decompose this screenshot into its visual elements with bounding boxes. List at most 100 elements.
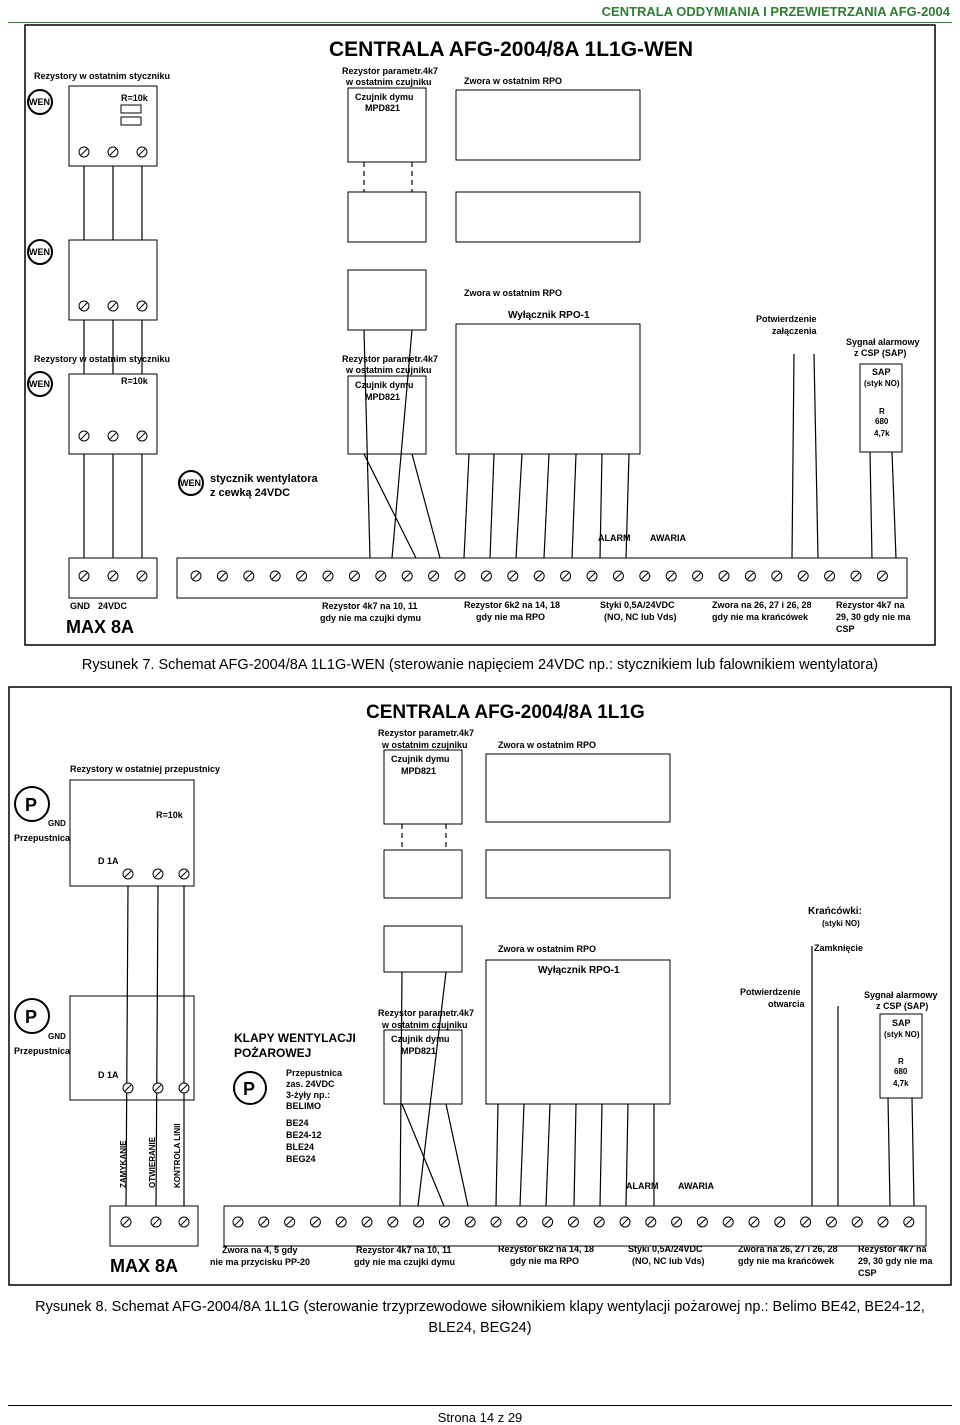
label-stycznik: stycznik wentylatora	[210, 473, 318, 485]
label-ostatni-czujnik-4: w ostatnim czujniku	[381, 1020, 468, 1030]
wiring-diagram-1: CENTRALA AFG-2004/8A 1L1G-WEN Rezystory …	[24, 24, 936, 646]
label-rezystor-param-4: Rezystor parametr.4k7	[378, 1008, 474, 1018]
label-z-csp-2: z CSP (SAP)	[876, 1001, 928, 1011]
label-rez6k2: Rezystor 6k2 na 14, 18	[464, 600, 560, 610]
label-gnd-2: GND	[48, 1032, 66, 1041]
label-styk-no: (styk NO)	[864, 379, 900, 388]
label-zas: zas. 24VDC	[286, 1079, 335, 1089]
label-beg24: BEG24	[286, 1154, 316, 1164]
wen-icon-3: WEN	[29, 379, 50, 389]
label-rez-29: Rezystor 4k7 na	[836, 600, 906, 610]
label-przepustnica-1: Przepustnica	[14, 833, 71, 843]
label-29-30: 29, 30 gdy nie ma	[836, 612, 912, 622]
label-gdy-czujki-2: gdy nie ma czujki dymu	[354, 1257, 455, 1267]
label-klapy: KLAPY WENTYLACJI	[234, 1031, 356, 1045]
label-max8a-2: MAX 8A	[110, 1256, 178, 1276]
label-rezystory-2: Rezystory w ostatnim styczniku	[34, 354, 170, 364]
label-przepustnica-2: Przepustnica	[14, 1046, 71, 1056]
label-zalaczenia: załączenia	[772, 326, 818, 336]
label-otwarcia: otwarcia	[768, 999, 806, 1009]
label-no-nc: (NO, NC lub Vds)	[604, 612, 677, 622]
terminal-strip-1	[78, 146, 888, 582]
label-awaria-2: AWARIA	[678, 1181, 715, 1191]
label-d1a-2: D 1A	[98, 1070, 119, 1080]
terminal-strip-2	[120, 868, 915, 1228]
label-ostatni-czujnik-3: w ostatnim czujniku	[381, 740, 468, 750]
label-no-nc-2: (NO, NC lub Vds)	[632, 1256, 705, 1266]
label-r10k-2: R=10k	[156, 810, 184, 820]
figure-caption-7: Rysunek 7. Schemat AFG-2004/8A 1L1G-WEN …	[81, 657, 879, 673]
label-rezystory-1: Rezystory w ostatnim styczniku	[34, 71, 170, 81]
label-alarm: ALARM	[598, 533, 631, 543]
label-3zyly: 3-żyły np.:	[286, 1090, 330, 1100]
label-czujnik-1: Czujnik dymu	[355, 92, 414, 102]
label-mpd-2: MPD821	[365, 392, 400, 402]
label-styki-no: (styki NO)	[822, 919, 860, 928]
label-kontrola: KONTROLA LINII	[173, 1123, 182, 1188]
label-belimo: BELIMO	[286, 1101, 321, 1111]
label-styki: Styki 0,5A/24VDC	[600, 600, 675, 610]
label-r-2: R	[898, 1057, 904, 1066]
label-zwora-26: Zwora na 26, 27 i 26, 28	[712, 600, 812, 610]
label-zwora-4: Zwora w ostatnim RPO	[498, 944, 596, 954]
label-rez4k7: Rezystor 4k7 na 10, 11	[322, 601, 418, 611]
label-gnd-1: GND	[48, 819, 66, 828]
label-ostatni-czujnik-1: w ostatnim czujniku	[345, 77, 432, 87]
label-awaria: AWARIA	[650, 533, 687, 543]
label-be2412: BE24-12	[286, 1130, 322, 1140]
label-czujnik-3: Czujnik dymu	[391, 754, 450, 764]
label-ostatni-czujnik-2: w ostatnim czujniku	[345, 365, 432, 375]
label-sap: SAP	[872, 367, 891, 377]
wen-icon-4: WEN	[180, 478, 201, 488]
wiring-diagram-2: CENTRALA AFG-2004/8A 1L1G Rezystory w os…	[8, 686, 952, 1286]
label-gdy-rpo: gdy nie ma RPO	[476, 612, 545, 622]
document-header: CENTRALA ODDYMIANIA I PRZEWIETRZANIA AFG…	[601, 4, 950, 19]
label-680-2: 680	[894, 1067, 908, 1076]
diagram2-title: CENTRALA AFG-2004/8A 1L1G	[366, 702, 645, 723]
label-csp: CSP	[836, 624, 855, 634]
label-przycisku: nie ma przycisku PP-20	[210, 1257, 310, 1267]
label-680: 680	[875, 417, 889, 426]
label-z-cewka: z cewką 24VDC	[210, 487, 290, 499]
damper-icon-2: P	[25, 1007, 37, 1027]
damper-icon-1: P	[25, 795, 37, 815]
label-rezystory-przep: Rezystory w ostatniej przepustnicy	[70, 764, 220, 774]
label-r10k: R=10k	[121, 93, 149, 103]
label-rez-29-2: Rezystor 4k7 na	[858, 1244, 928, 1254]
damper-icon-3: P	[243, 1079, 255, 1099]
label-47k-2: 4,7k	[893, 1079, 909, 1088]
label-krancowki: Krańcówki:	[808, 906, 862, 917]
label-rez4k7-2: Rezystor 4k7 na 10, 11	[356, 1245, 452, 1255]
label-24vdc: 24VDC	[98, 601, 128, 611]
label-otwieranie: OTWIERANIE	[148, 1136, 157, 1188]
label-zwora-1: Zwora w ostatnim RPO	[464, 76, 562, 86]
page-number: Strona 14 z 29	[437, 1410, 523, 1425]
label-zamykanie: ZAMYKANIE	[119, 1140, 128, 1188]
label-potwierdzenie-2: Potwierdzenie	[740, 987, 801, 997]
label-alarm-2: ALARM	[626, 1181, 659, 1191]
label-gdy-krancowek: gdy nie ma krańcówek	[712, 612, 809, 622]
label-rezystor-param-2: Rezystor parametr.4k7	[342, 354, 438, 364]
label-max8a: MAX 8A	[66, 617, 134, 637]
header-rule	[8, 22, 952, 23]
label-wylacznik-2: Wyłącznik RPO-1	[538, 965, 620, 976]
label-czujnik-2: Czujnik dymu	[355, 380, 414, 390]
label-rezystor-param-3: Rezystor parametr.4k7	[378, 728, 474, 738]
label-gdy-krancowek-2: gdy nie ma krańcówek	[738, 1256, 835, 1266]
label-47k: 4,7k	[874, 429, 890, 438]
label-gdy-rpo-2: gdy nie ma RPO	[510, 1256, 579, 1266]
wen-icon-1: WEN	[29, 97, 50, 107]
label-29-30-2: 29, 30 gdy nie ma	[858, 1256, 934, 1266]
label-ble24: BLE24	[286, 1142, 314, 1152]
label-sap-2: SAP	[892, 1018, 911, 1028]
label-z-csp: z CSP (SAP)	[854, 348, 906, 358]
label-przep-zas: Przepustnica	[286, 1068, 343, 1078]
label-styki-2: Styki 0,5A/24VDC	[628, 1244, 703, 1254]
label-zwora-45: Zwora na 4, 5 gdy	[222, 1245, 298, 1255]
wen-icon-2: WEN	[29, 247, 50, 257]
label-mpd-1: MPD821	[365, 103, 400, 113]
label-gnd: GND	[70, 601, 91, 611]
label-d1a-1: D 1A	[98, 856, 119, 866]
label-styk-no-2: (styk NO)	[884, 1030, 920, 1039]
label-csp-2: CSP	[858, 1268, 877, 1278]
